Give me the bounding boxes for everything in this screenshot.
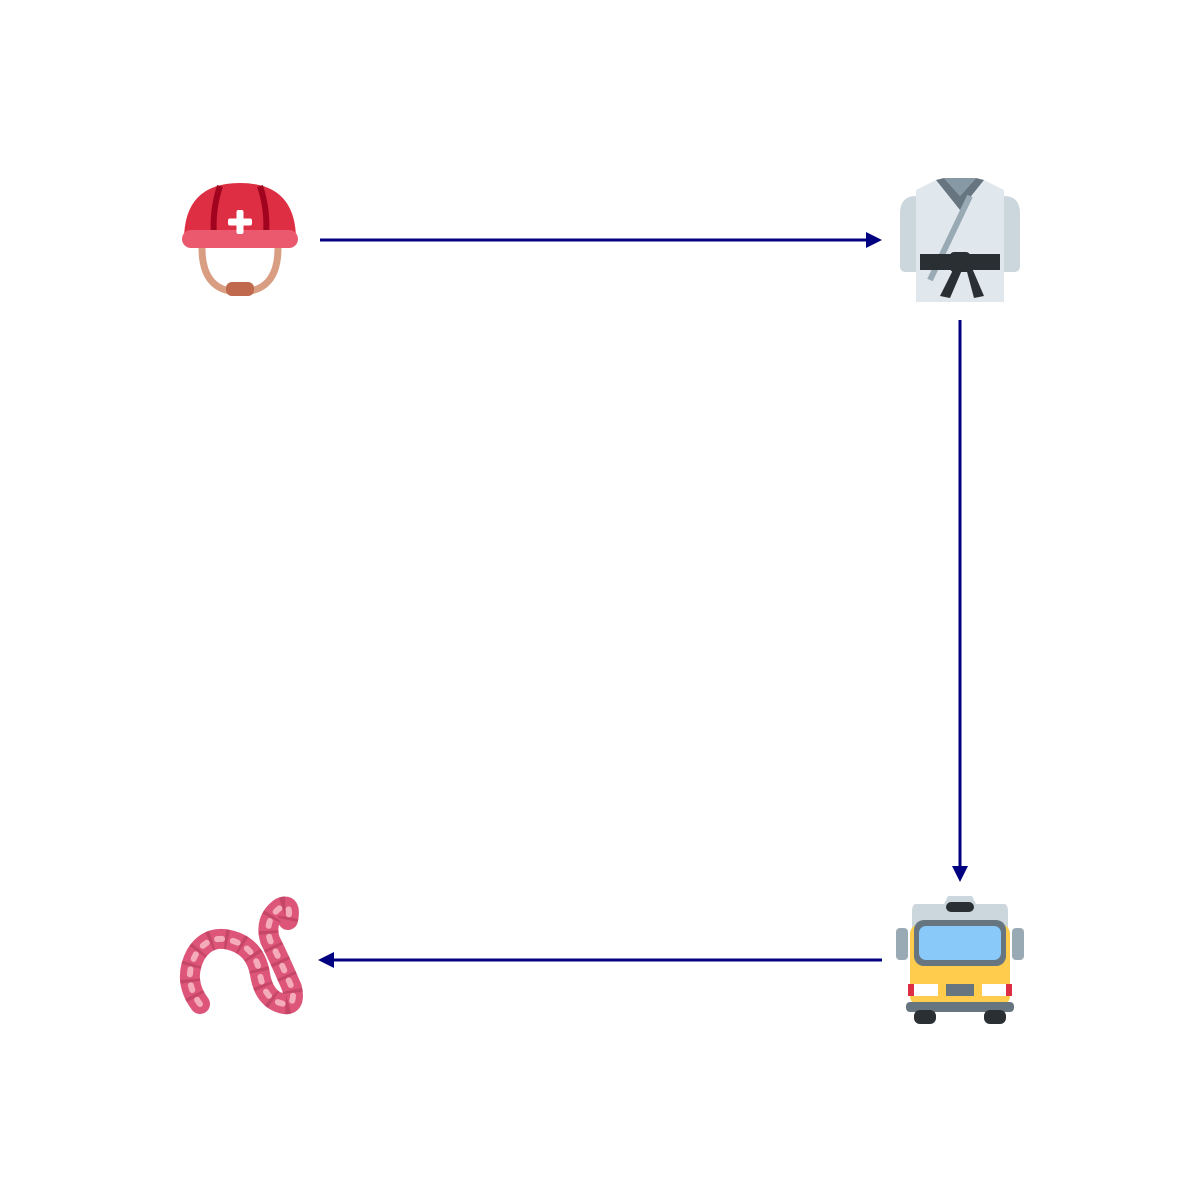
- edges-group: [318, 232, 968, 968]
- martial-arts-uniform-icon: [900, 178, 1020, 302]
- worm-icon: [180, 896, 303, 1015]
- edge-uniform-to-bus: [952, 320, 968, 882]
- edge-bus-to-worm: [318, 952, 882, 968]
- rescue-worker-helmet-icon: [182, 183, 298, 296]
- edge-helmet-to-uniform: [320, 232, 882, 248]
- oncoming-bus-icon: [896, 896, 1024, 1024]
